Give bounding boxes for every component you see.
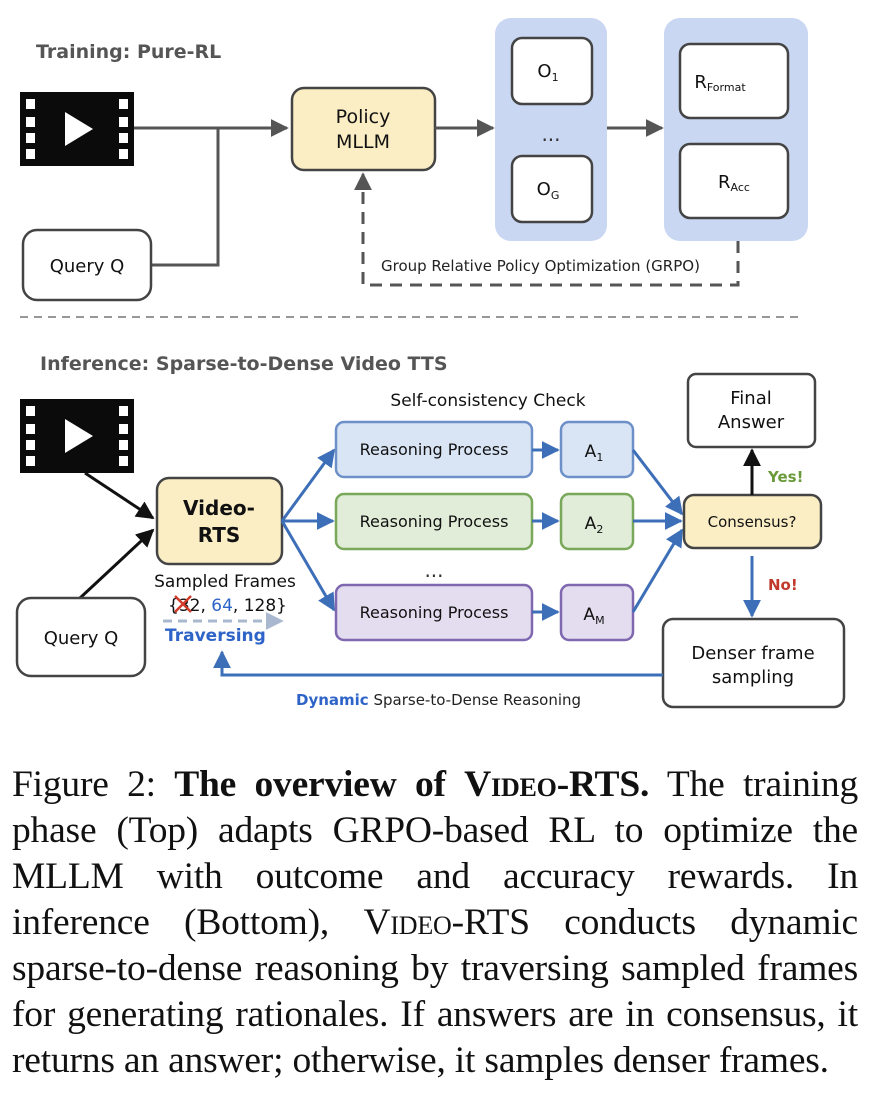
training-title: Training: Pure-RL — [36, 41, 221, 63]
query-label: Query Q — [44, 628, 119, 649]
caption-figure-number: Figure 2: — [12, 764, 175, 805]
query-label: Query Q — [50, 256, 125, 277]
reward-format-box — [678, 42, 790, 120]
caption-title: The overview of Video-RTS. — [174, 764, 650, 805]
video-rts-label-2: RTS — [198, 523, 241, 547]
answer-box-m — [559, 583, 635, 642]
dynamic-label: Dynamic Sparse-to-Dense Reasoning — [296, 691, 581, 709]
denser-sampling-box — [661, 617, 846, 709]
caption-text-2: -RTS conducts dynamic sparse-to-dense re… — [12, 902, 858, 1081]
strike-mark — [174, 595, 192, 613]
reward-acc-box — [678, 142, 790, 220]
caption-smallcaps: Video — [363, 902, 452, 943]
a1-to-consensus-arrow — [631, 449, 684, 516]
video-rts-label-1: Video- — [183, 496, 255, 520]
reasoning-ellipsis: ... — [424, 558, 443, 582]
video-icon — [20, 399, 134, 473]
reasoning-label-1: Reasoning Process — [360, 440, 509, 459]
reward-acc: RAcc — [718, 172, 750, 194]
video-rts-box — [155, 476, 284, 566]
caption-text-1: The training phase (Top) adapts GRPO-bas… — [12, 764, 858, 943]
grpo-feedback-arrow — [354, 172, 740, 287]
figure-caption: Figure 2: The overview of Video-RTS. The… — [12, 762, 858, 1084]
denser-label-2: sampling — [712, 667, 794, 688]
answer-box-1 — [559, 420, 635, 479]
rts-to-reasoning3-arrow — [280, 520, 336, 612]
traversing-label: Traversing — [165, 626, 266, 646]
mllm-label: MLLM — [336, 131, 390, 153]
reasoning-label-2: Reasoning Process — [360, 512, 509, 531]
video-to-rts-arrow — [84, 471, 155, 520]
answer-am: AM — [583, 605, 604, 627]
policy-mllm-box — [290, 86, 437, 172]
query-box — [15, 596, 147, 678]
output-og: OG — [537, 179, 560, 202]
dynamic-feedback-arrow — [213, 650, 663, 677]
yes-label: Yes! — [767, 468, 803, 486]
reward-format: RFormat — [694, 72, 746, 94]
final-answer-label-2: Answer — [718, 412, 785, 433]
rts-to-reasoning1-arrow — [280, 448, 336, 522]
output-o1: O1 — [537, 61, 558, 84]
reasoning-label-3: Reasoning Process — [360, 603, 509, 622]
consensus-label: Consensus? — [708, 513, 797, 531]
am-to-consensus-arrow — [631, 528, 684, 613]
answer-box-2 — [559, 492, 635, 551]
denser-label-1: Denser frame — [691, 643, 814, 664]
video-icon — [20, 92, 134, 166]
answer-a1: A1 — [585, 442, 604, 464]
answer-a2: A2 — [585, 514, 604, 536]
output-og-box — [510, 154, 594, 224]
frames-set: {32, 64, 128} — [168, 596, 287, 616]
policy-label: Policy — [336, 106, 391, 128]
output-o1-box — [510, 36, 594, 106]
overview-diagram: Training: Pure-RL Query Q Policy MLLM O1… — [15, 18, 846, 709]
query-to-policy-line — [152, 128, 220, 267]
grpo-label: Group Relative Policy Optimization (GRPO… — [381, 257, 700, 275]
final-answer-label-1: Final — [730, 388, 771, 409]
query-box — [21, 228, 153, 302]
final-answer-box — [686, 372, 817, 449]
outputs-ellipsis: ... — [541, 122, 560, 146]
inference-title: Inference: Sparse-to-Dense Video TTS — [40, 353, 448, 375]
self-consistency-label: Self-consistency Check — [390, 391, 585, 411]
no-label: No! — [768, 576, 798, 594]
sampled-frames-label: Sampled Frames — [154, 572, 296, 592]
query-to-rts-arrow — [78, 528, 155, 600]
